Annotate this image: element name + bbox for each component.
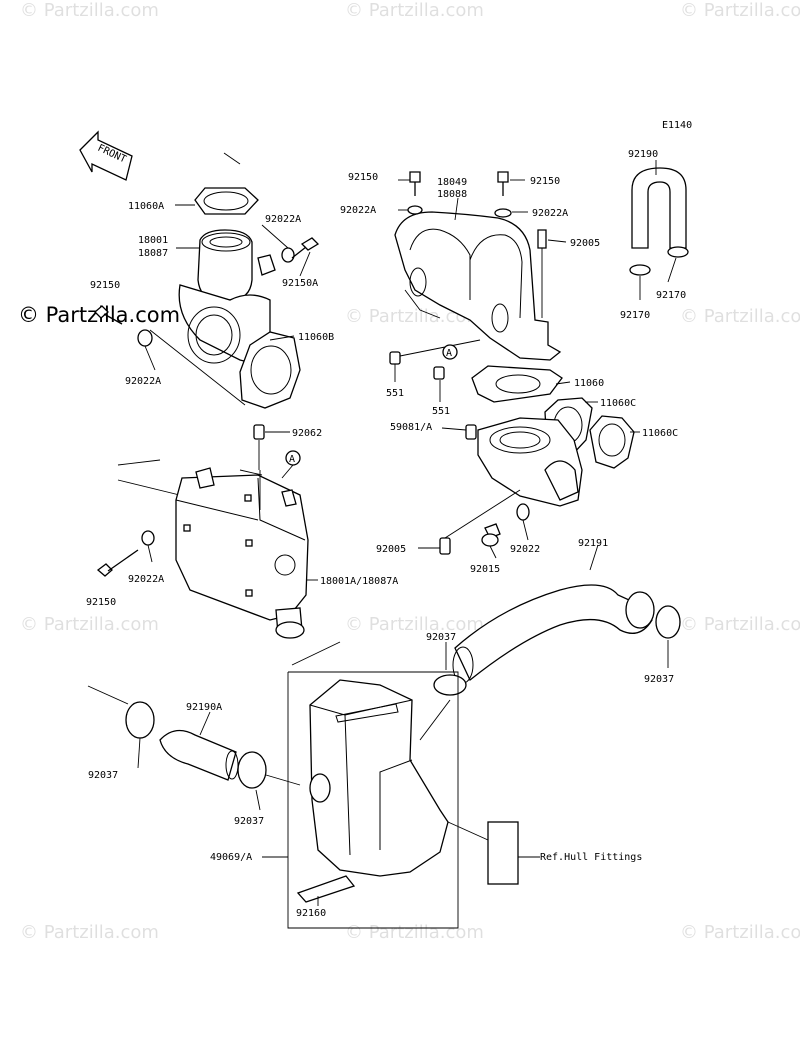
- watermark: © Partzilla.com: [345, 614, 484, 635]
- label-92022A: 92022A: [128, 574, 164, 585]
- label-92170: 92170: [620, 310, 650, 321]
- watermark: © Partzilla.com: [20, 614, 159, 635]
- watermark: © Partzilla.com: [680, 922, 800, 943]
- label-551: 551: [432, 406, 450, 417]
- watermark: © Partzilla.com: [680, 0, 800, 21]
- label-92022A: 92022A: [125, 376, 161, 387]
- callout-a: A: [446, 348, 452, 359]
- label-92190: 92190: [628, 149, 658, 160]
- u-hose-92190: [629, 167, 689, 276]
- label-18088: 18088: [437, 189, 467, 200]
- label-92037: 92037: [426, 632, 456, 643]
- watermark: © Partzilla.com: [345, 922, 484, 943]
- watermark: © Partzilla.com: [345, 306, 484, 327]
- callout-a-lower: A: [289, 454, 295, 465]
- label-11060C: 11060C: [642, 428, 678, 439]
- label-92037: 92037: [644, 674, 674, 685]
- label-92160: 92160: [296, 908, 326, 919]
- label-92190A: 92190A: [186, 702, 222, 713]
- label-92005: 92005: [570, 238, 600, 249]
- label-92037: 92037: [88, 770, 118, 781]
- leader-lines: [137, 160, 677, 906]
- label-18049: 18049: [437, 177, 467, 188]
- label-18001: 18001: [138, 235, 168, 246]
- watermark: © Partzilla.com: [345, 0, 484, 21]
- water-box-49069: [287, 671, 519, 929]
- label-92191: 92191: [578, 538, 608, 549]
- hose-92190a: [87, 685, 301, 789]
- exhaust-elbow-upper-left: [94, 152, 320, 409]
- label-11060A: 11060A: [128, 201, 164, 212]
- gaskets-mid-right: [471, 365, 635, 469]
- label-92022A: 92022A: [265, 214, 301, 225]
- label-11060C: 11060C: [600, 398, 636, 409]
- label-59081A: 59081/A: [390, 422, 432, 433]
- label-92062: 92062: [292, 428, 322, 439]
- watermark: © Partzilla.com: [20, 922, 159, 943]
- exhaust-manifold-upper: A: [389, 171, 562, 380]
- label-18087: 18087: [138, 248, 168, 259]
- label-92022A: 92022A: [340, 205, 376, 216]
- watermarks: © Partzilla.com © Partzilla.com © Partzi…: [18, 0, 800, 943]
- exhaust-pipe-59081: [441, 417, 583, 507]
- label-92015: 92015: [470, 564, 500, 575]
- label-11060B: 11060B: [298, 332, 334, 343]
- diagram-code: E1140: [662, 120, 692, 131]
- label-92022: 92022: [510, 544, 540, 555]
- label-92037: 92037: [234, 816, 264, 827]
- watermark: © Partzilla.com: [20, 0, 159, 21]
- label-92170: 92170: [656, 290, 686, 301]
- label-11060: 11060: [574, 378, 604, 389]
- muffler-18001a: A: [96, 424, 341, 666]
- label-92150A: 92150A: [282, 278, 318, 289]
- front-arrow-icon: FRONT: [79, 130, 133, 181]
- label-18001A-18087A: 18001A/18087A: [320, 576, 398, 587]
- label-49069A: 49069/A: [210, 852, 252, 863]
- watermark: © Partzilla.com: [680, 614, 800, 635]
- watermark: © Partzilla.com: [680, 306, 800, 327]
- label-92150: 92150: [86, 597, 116, 608]
- label-551: 551: [386, 388, 404, 399]
- label-92150: 92150: [348, 172, 378, 183]
- label-ref-hull-fittings: Ref.Hull Fittings: [540, 852, 642, 863]
- label-92005: 92005: [376, 544, 406, 555]
- part-labels: 11060A 18001 18087 92022A 92150A 92150 1…: [86, 149, 686, 919]
- label-92022A: 92022A: [532, 208, 568, 219]
- label-92150: 92150: [90, 280, 120, 291]
- label-92150: 92150: [530, 176, 560, 187]
